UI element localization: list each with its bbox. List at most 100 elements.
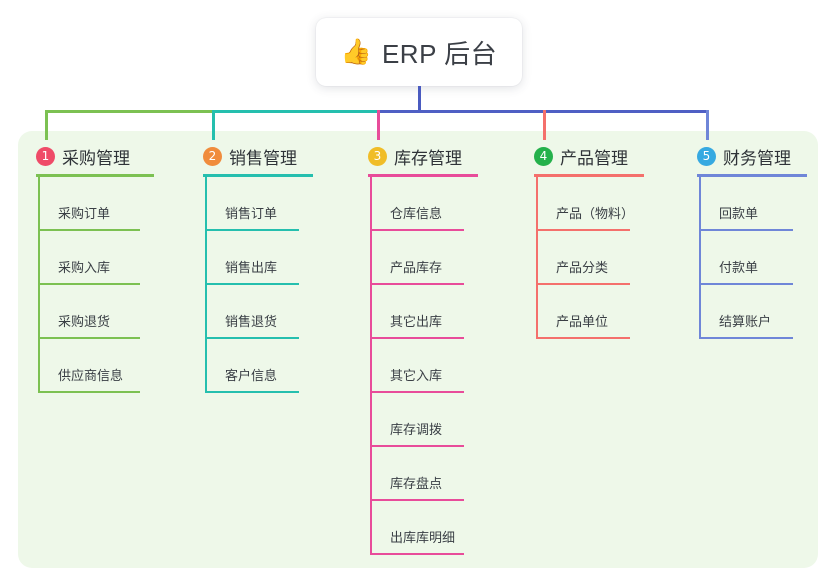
branch-number-badge-2: 2 (203, 146, 222, 166)
leaf-node[interactable]: 销售退货 (203, 285, 313, 339)
leaf-node-rule (370, 553, 464, 555)
branch-column-2: 2 销售管理销售订单销售出库销售退货客户信息 (203, 144, 313, 393)
leaf-node-rule (205, 337, 299, 339)
diagram-panel-background (18, 131, 818, 568)
connector-bar-segment-4 (543, 110, 709, 113)
leaf-node[interactable]: 付款单 (697, 231, 807, 285)
branch-header-rule-3 (368, 174, 478, 177)
leaf-node-rule (370, 499, 464, 501)
leaf-node-rule (205, 229, 299, 231)
leaf-node-rule (536, 229, 630, 231)
leaf-node-label: 销售退货 (225, 314, 278, 329)
connector-bar-segment-2 (212, 110, 380, 113)
branch-stub-1 (45, 110, 48, 140)
connector-bar-segment-3 (377, 110, 546, 113)
leaf-node[interactable]: 产品分类 (534, 231, 644, 285)
leaf-node-rule (536, 283, 630, 285)
branch-column-5: 5 财务管理回款单付款单结算账户 (697, 144, 807, 339)
leaf-node[interactable]: 产品（物料） (534, 177, 644, 231)
leaf-node-label: 其它入库 (390, 368, 443, 383)
leaf-node-rule (370, 283, 464, 285)
leaf-node[interactable]: 产品单位 (534, 285, 644, 339)
root-node-erp-backend[interactable]: 👍 ERP 后台 (316, 18, 522, 86)
branch-number-badge-1: 1 (36, 146, 55, 166)
leaf-node-label: 其它出库 (390, 314, 443, 329)
leaf-node[interactable]: 销售订单 (203, 177, 313, 231)
branch-trunk-1 (38, 177, 40, 393)
branch-header-4[interactable]: 4 产品管理 (534, 144, 644, 168)
leaf-node-label: 采购入库 (58, 260, 111, 275)
branch-header-rule-1 (36, 174, 154, 177)
leaf-node[interactable]: 采购订单 (36, 177, 154, 231)
leaf-node-label: 出库库明细 (390, 530, 456, 545)
leaf-node-label: 客户信息 (225, 368, 278, 383)
leaf-node-label: 库存调拨 (390, 422, 443, 437)
leaf-node-label: 销售出库 (225, 260, 278, 275)
leaf-node-label: 采购订单 (58, 206, 111, 221)
leaf-node[interactable]: 出库库明细 (368, 501, 478, 555)
branch-header-2[interactable]: 2 销售管理 (203, 144, 313, 168)
branch-title-4: 产品管理 (560, 148, 628, 168)
leaf-node[interactable]: 供应商信息 (36, 339, 154, 393)
branch-stub-2 (212, 110, 215, 140)
leaf-node-label: 结算账户 (719, 314, 772, 329)
leaf-node[interactable]: 库存调拨 (368, 393, 478, 447)
leaf-node-label: 回款单 (719, 206, 759, 221)
leaf-node-rule (536, 337, 630, 339)
leaf-node-label: 产品库存 (390, 260, 443, 275)
leaf-node-rule (699, 283, 793, 285)
leaf-node-rule (370, 337, 464, 339)
branch-trunk-5 (699, 177, 701, 339)
leaf-node-rule (370, 229, 464, 231)
branch-header-rule-4 (534, 174, 644, 177)
leaf-node-label: 库存盘点 (390, 476, 443, 491)
leaf-node-label: 产品（物料） (556, 206, 635, 221)
leaf-node[interactable]: 销售出库 (203, 231, 313, 285)
branch-stub-5 (706, 110, 709, 140)
leaf-node-label: 产品分类 (556, 260, 609, 275)
connector-bar-segment-1 (45, 110, 215, 113)
branch-header-rule-5 (697, 174, 807, 177)
leaf-node[interactable]: 其它入库 (368, 339, 478, 393)
leaf-node-rule (699, 229, 793, 231)
leaf-node[interactable]: 库存盘点 (368, 447, 478, 501)
branch-number-badge-4: 4 (534, 146, 553, 166)
branch-title-5: 财务管理 (723, 148, 791, 168)
leaf-node-rule (205, 283, 299, 285)
leaf-node[interactable]: 回款单 (697, 177, 807, 231)
leaf-node[interactable]: 仓库信息 (368, 177, 478, 231)
branch-header-rule-2 (203, 174, 313, 177)
leaf-node-rule (370, 391, 464, 393)
leaf-node[interactable]: 采购入库 (36, 231, 154, 285)
leaf-node[interactable]: 客户信息 (203, 339, 313, 393)
leaf-node-rule (38, 283, 140, 285)
branch-stub-4 (543, 110, 546, 140)
leaf-node-rule (205, 391, 299, 393)
leaf-node-label: 仓库信息 (390, 206, 443, 221)
leaf-node-label: 产品单位 (556, 314, 609, 329)
branch-number-badge-5: 5 (697, 146, 716, 166)
branch-title-2: 销售管理 (229, 148, 297, 168)
leaf-node[interactable]: 采购退货 (36, 285, 154, 339)
leaf-node[interactable]: 其它出库 (368, 285, 478, 339)
leaf-node-label: 供应商信息 (58, 368, 124, 383)
leaf-node[interactable]: 结算账户 (697, 285, 807, 339)
leaf-node-rule (699, 337, 793, 339)
branch-trunk-2 (205, 177, 207, 393)
leaf-node-label: 付款单 (719, 260, 759, 275)
branch-stub-3 (377, 110, 380, 140)
branch-number-badge-3: 3 (368, 146, 387, 166)
branch-trunk-3 (370, 177, 372, 555)
leaf-node-rule (38, 391, 140, 393)
branch-header-5[interactable]: 5 财务管理 (697, 144, 807, 168)
leaf-node-label: 销售订单 (225, 206, 278, 221)
thumbs-up-icon: 👍 (340, 37, 372, 66)
leaf-node[interactable]: 产品库存 (368, 231, 478, 285)
root-stem-connector (418, 86, 421, 113)
branch-column-4: 4 产品管理产品（物料） 产品分类产品单位 (534, 144, 644, 339)
